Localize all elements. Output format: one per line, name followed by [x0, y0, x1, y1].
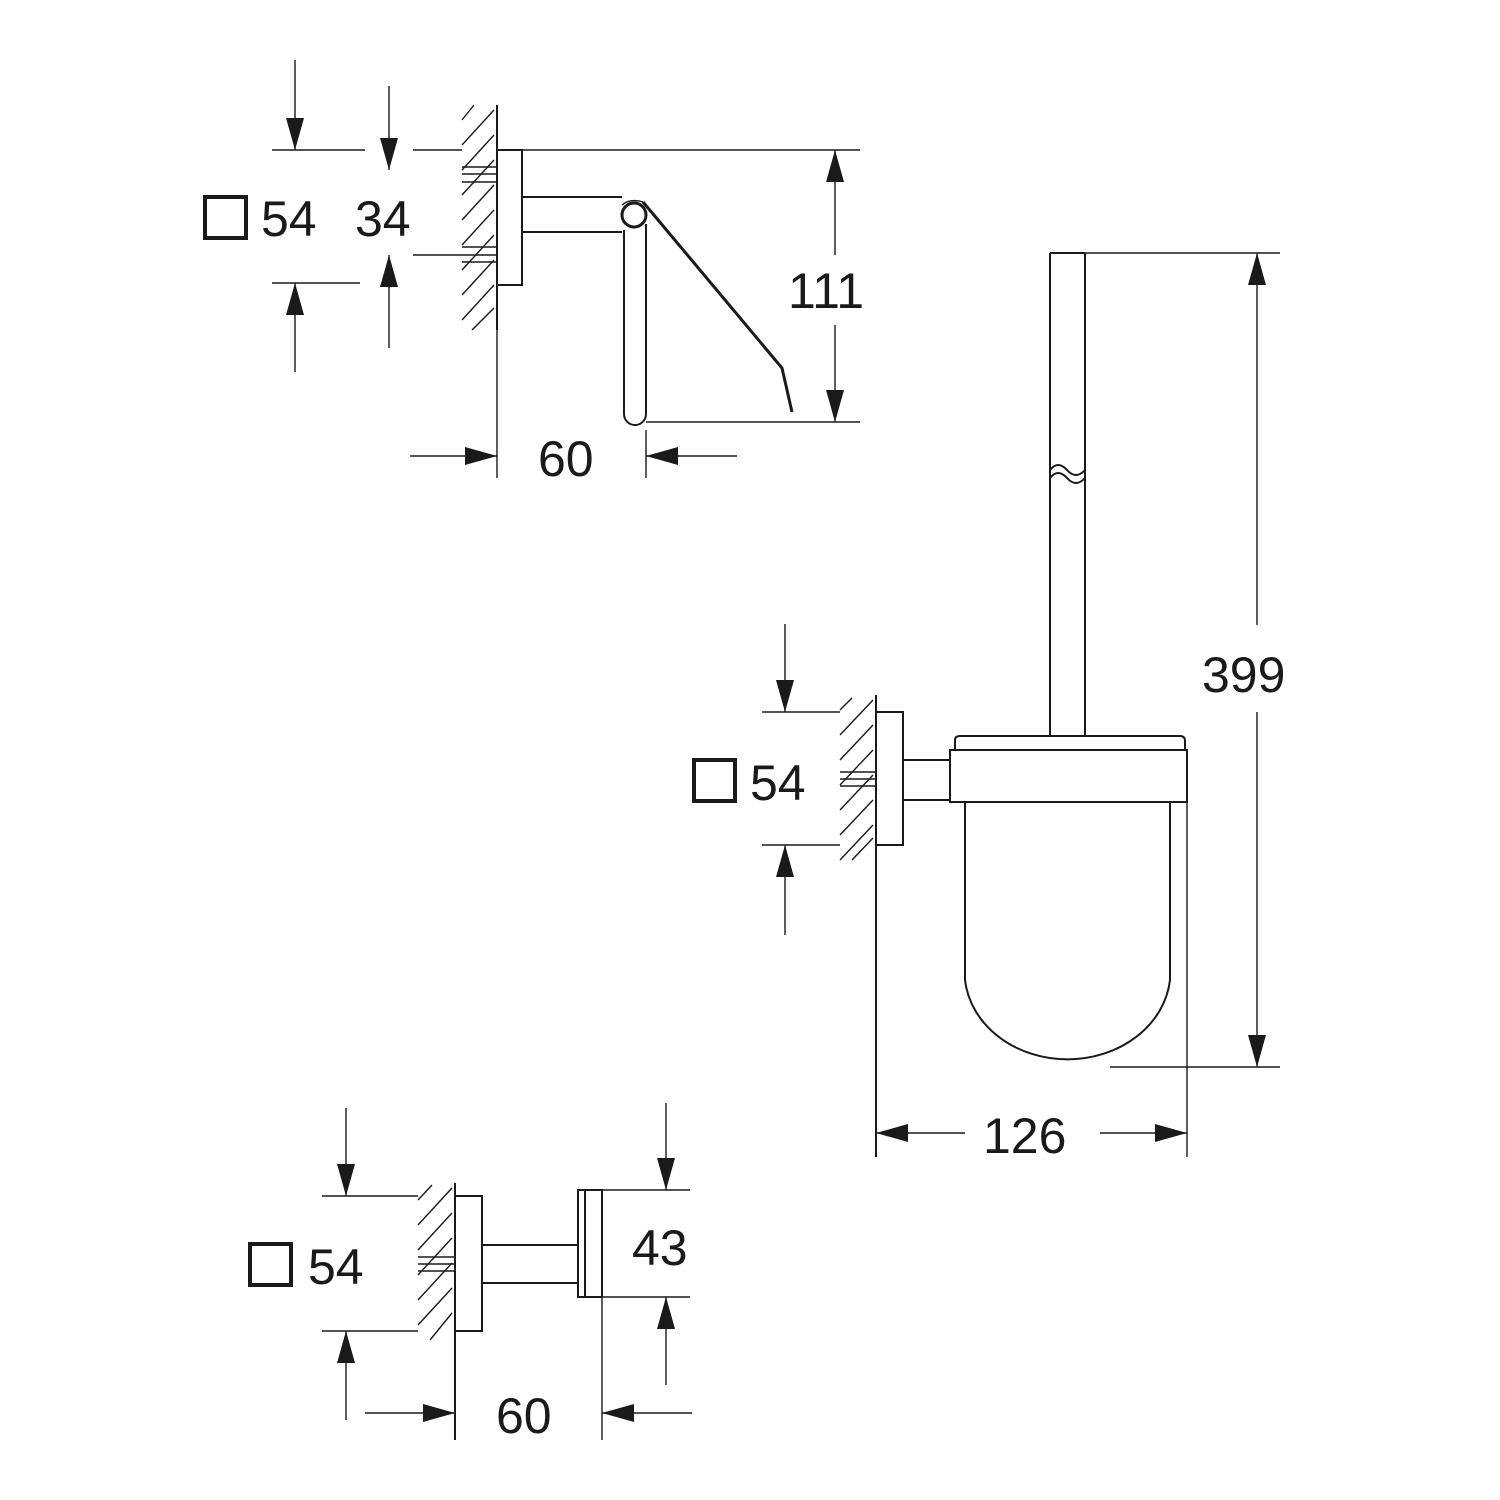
rosette [875, 711, 904, 846]
brush-holder-height-label: 399 [1202, 647, 1285, 703]
wall-hatch [839, 697, 876, 861]
brush-cup [964, 802, 1171, 1061]
hook-projection-label: 60 [496, 1388, 552, 1444]
square-icon [692, 758, 737, 803]
wall-hatch [417, 1184, 455, 1341]
pivot [620, 201, 648, 229]
hook-head-height-label: 43 [632, 1220, 688, 1276]
brush-holder-view: 54 399 126 [692, 252, 1285, 1164]
rosette [454, 1195, 483, 1332]
hook-head [577, 1189, 603, 1298]
holder-ring [949, 749, 1188, 803]
paper-holder-view: 54 34 111 60 [203, 60, 864, 487]
square-icon [203, 195, 248, 240]
wall-hatch [461, 104, 497, 331]
hook-view: 54 43 60 [248, 1103, 692, 1444]
square-icon [248, 1242, 293, 1287]
paper-holder-projection-label: 60 [538, 431, 594, 487]
brush-holder-size-label: 54 [750, 755, 806, 811]
paper-holder-height-label: 111 [788, 263, 864, 319]
rosette [496, 149, 523, 286]
paper-holder-pin-spacing-label: 34 [355, 191, 411, 247]
hook-size-label: 54 [308, 1239, 364, 1295]
brush-holder-width-label: 126 [983, 1108, 1066, 1164]
paper-holder-size-label: 54 [261, 191, 317, 247]
